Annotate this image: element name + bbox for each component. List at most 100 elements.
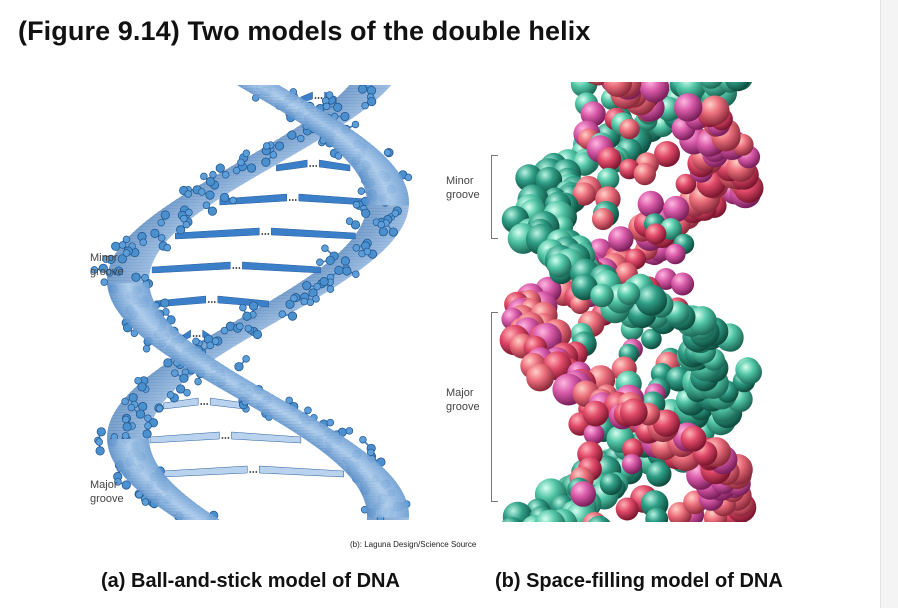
backbone-segment <box>329 457 375 461</box>
backbone-segment <box>353 481 398 485</box>
backbone-segment <box>313 445 360 449</box>
atom <box>121 432 130 440</box>
backbone-segment <box>256 409 304 413</box>
backbone-segment <box>204 379 252 383</box>
backbone-segment <box>284 289 332 293</box>
backbone-segment <box>129 325 175 329</box>
atom-sphere <box>665 243 686 265</box>
backbone-segment <box>332 460 379 464</box>
atom <box>183 388 191 397</box>
atom-sphere <box>671 272 695 296</box>
atom-sphere <box>646 461 672 487</box>
atom <box>144 414 152 422</box>
atom <box>114 478 122 486</box>
caption-ball-and-stick: (a) Ball-and-stick model of DNA <box>101 570 400 592</box>
backbone-segment <box>366 202 409 206</box>
backbone-segment <box>128 391 174 395</box>
backbone-segment <box>167 202 215 206</box>
atom <box>278 310 287 318</box>
hydrogen-bond-dot <box>267 233 270 235</box>
atom <box>209 170 217 179</box>
backbone-segment <box>282 112 330 116</box>
atom <box>131 272 141 282</box>
hydrogen-bond-dot <box>249 471 252 473</box>
backbone-segment <box>181 193 229 197</box>
base-block <box>259 465 345 478</box>
atom <box>121 480 131 490</box>
backbone-segment <box>273 106 320 110</box>
atom <box>319 277 329 287</box>
backbone-segment <box>153 346 200 350</box>
major-groove-label-a: Major groove <box>90 479 124 505</box>
backbone-segment <box>364 187 408 191</box>
atom-sphere <box>663 195 690 223</box>
backbone-segment <box>300 436 347 440</box>
backbone-segment <box>366 208 409 212</box>
atom <box>361 101 369 110</box>
atom <box>297 134 305 143</box>
atom <box>215 163 225 173</box>
atom-sphere <box>572 182 596 206</box>
atom <box>111 241 121 251</box>
backbone-segment <box>173 517 221 521</box>
backbone-segment <box>128 481 174 485</box>
backbone-segment <box>251 406 299 410</box>
hydrogen-bond-dot <box>314 97 317 99</box>
atom <box>157 234 166 242</box>
atom <box>205 176 216 187</box>
backbone-segment <box>364 502 408 506</box>
backbone-segment <box>272 139 320 143</box>
atom-sphere <box>675 173 697 195</box>
atom <box>135 409 146 419</box>
atom <box>166 391 175 399</box>
backbone-segment <box>365 505 409 509</box>
backbone-segment <box>363 499 407 503</box>
base-block <box>175 227 260 240</box>
backbone-segment <box>112 460 157 464</box>
backbone-segment <box>337 94 383 98</box>
backbone-segment <box>175 361 223 365</box>
backbone-segment <box>111 301 156 305</box>
atom-sphere <box>737 359 762 385</box>
backbone-segment <box>339 466 385 470</box>
atom <box>377 220 385 229</box>
backbone-segment <box>309 442 356 446</box>
backbone-segment <box>120 472 165 476</box>
atom <box>95 438 103 446</box>
backbone-segment <box>304 439 352 443</box>
atom <box>95 446 105 456</box>
atom-sphere <box>654 141 680 167</box>
backbone-segment <box>325 454 372 458</box>
backbone-segment <box>355 484 400 488</box>
atom <box>269 151 278 159</box>
backbone-segment <box>247 91 295 95</box>
ball-and-stick-model <box>88 80 428 524</box>
base-block <box>149 431 220 444</box>
hydrogen-bond-dot <box>255 471 258 473</box>
atom-sphere <box>617 282 641 305</box>
atom <box>248 301 259 311</box>
atom-sphere <box>622 438 644 460</box>
backbone-segment <box>306 127 353 131</box>
backbone-segment <box>252 94 300 98</box>
backbone-segment <box>138 334 185 338</box>
hydrogen-bond-dot <box>291 199 294 201</box>
atom <box>326 418 335 427</box>
backbone-segment <box>345 472 391 476</box>
atom <box>138 401 148 412</box>
atom <box>342 266 352 276</box>
backbone-segment <box>107 286 150 290</box>
backbone-segment <box>109 451 153 455</box>
atom <box>334 152 343 160</box>
atom <box>378 227 388 237</box>
backbone-segment <box>112 412 157 416</box>
atom <box>118 241 127 249</box>
atom <box>142 429 152 439</box>
backbone-segment <box>107 445 151 449</box>
scrollbar[interactable] <box>880 0 898 608</box>
backbone-segment <box>225 391 273 395</box>
atom <box>383 148 392 157</box>
atom-spheres <box>499 54 764 544</box>
backbone-segment <box>111 457 155 461</box>
backbone-segment <box>366 196 409 200</box>
